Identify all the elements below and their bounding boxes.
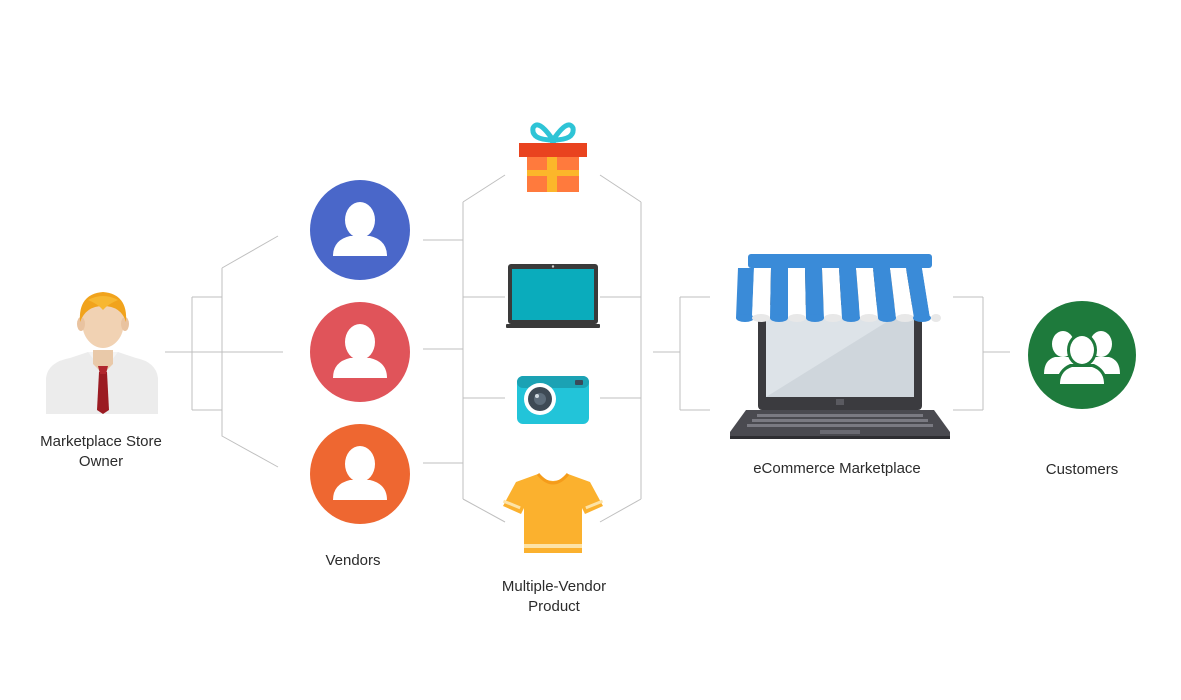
products-label-line2: Product (528, 598, 580, 615)
vendor-user-icon (333, 446, 387, 500)
gift-icon (519, 122, 587, 192)
camera-icon (517, 376, 589, 424)
vendor-3 (310, 424, 410, 524)
tshirt-icon (502, 473, 604, 553)
storefront-laptop-icon (730, 254, 950, 439)
store-owner-label-line1: Marketplace Store (40, 433, 162, 450)
vendor-bracket (221, 235, 279, 468)
connectors (165, 174, 1010, 523)
store-owner-label: Marketplace Store Owner (21, 432, 181, 472)
customers-connector (953, 296, 1010, 411)
vendors-label: Vendors (325, 552, 381, 569)
awning-stripes (736, 268, 940, 318)
marketplace-connector (653, 296, 710, 411)
products-label: Multiple-Vendor Product (474, 577, 634, 617)
store-owner-avatar-icon (46, 292, 158, 414)
vendor-user-icon (333, 324, 387, 378)
store-owner-label-line2: Owner (78, 453, 124, 470)
vendor-user-icon (333, 202, 387, 256)
customers-node (1028, 301, 1136, 409)
awning-scallops (736, 314, 941, 322)
product-right-bracket (599, 174, 642, 523)
product-left-bracket (462, 174, 506, 523)
products-label-line1: Multiple-Vendor (501, 578, 607, 595)
customers-group-icon (1044, 331, 1120, 388)
owner-connector (165, 296, 283, 411)
vendor-1 (310, 180, 410, 280)
vendor-2 (310, 302, 410, 402)
customers-label: Customers (1045, 461, 1119, 478)
keyboard-keys (747, 414, 933, 427)
vendor-product-links (423, 239, 463, 464)
laptop-icon (506, 264, 600, 328)
marketplace-label: eCommerce Marketplace (753, 460, 921, 477)
